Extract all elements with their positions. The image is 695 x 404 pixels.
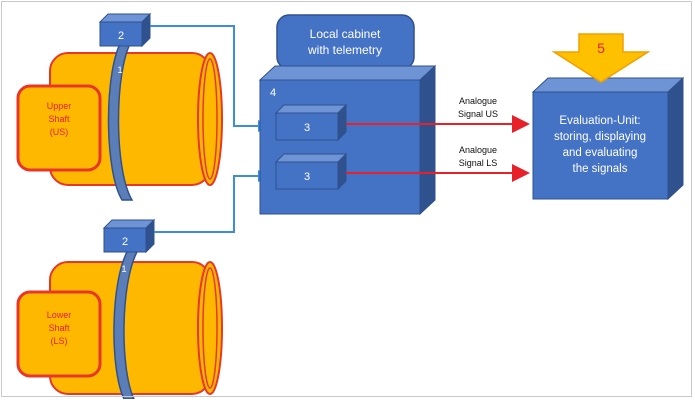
upper-module-number: 2 — [118, 30, 124, 42]
lower-sensor-module: 2 — [102, 218, 156, 254]
signal-us-label-1: Analogue — [459, 96, 497, 106]
lower-shaft-label-1: Lower — [47, 310, 72, 320]
signal-ls-label-2: Signal LS — [459, 158, 498, 168]
lower-cable — [154, 170, 270, 233]
evaluation-line4: the signals — [573, 163, 628, 175]
upper-sensor-number: 1 — [117, 65, 122, 75]
lower-module-number: 2 — [122, 236, 128, 248]
lower-sensor-number: 1 — [121, 264, 126, 274]
upper-sensor-module: 2 — [98, 12, 152, 48]
cabinet-title-line1: Local cabinet — [310, 27, 381, 41]
cabinet-title: Local cabinet with telemetry — [276, 14, 415, 70]
upper-shaft-label-3: (US) — [50, 127, 69, 137]
input-arrow-5: 5 — [551, 33, 651, 83]
upper-shaft-label-1: Upper — [47, 101, 72, 111]
lower-channel-number: 3 — [304, 171, 310, 183]
evaluation-line3: and evaluating — [563, 147, 638, 159]
lower-shaft-label-3: (LS) — [50, 336, 67, 346]
cabinet-number: 4 — [270, 87, 276, 99]
cabinet-title-line2: with telemetry — [307, 43, 382, 57]
lower-shaft-label-box — [16, 290, 102, 378]
upper-shaft-label-box — [16, 84, 102, 172]
evaluation-line2: storing, displaying — [554, 131, 646, 143]
signal-ls-label-1: Analogue — [459, 145, 497, 155]
evaluation-line1: Evaluation-Unit: — [559, 115, 640, 127]
cabinet-channel-upper: 3 — [274, 103, 348, 142]
upper-shaft-label-2: Shaft — [48, 114, 70, 124]
cabinet-channel-lower: 3 — [274, 152, 348, 191]
evaluation-unit: Evaluation-Unit: storing, displaying and… — [531, 76, 685, 201]
local-cabinet: 4 — [258, 64, 437, 216]
lower-shaft-label-2: Shaft — [48, 323, 70, 333]
signal-us-label-2: Signal US — [458, 109, 498, 119]
lower-shaft: Lower Shaft (LS) — [16, 261, 223, 395]
upper-cable — [150, 25, 270, 132]
upper-channel-number: 3 — [304, 122, 310, 134]
input-arrow-number: 5 — [597, 40, 605, 56]
upper-shaft: Upper Shaft (US) — [16, 52, 223, 186]
upper-sensor-ring: 1 — [107, 39, 134, 201]
